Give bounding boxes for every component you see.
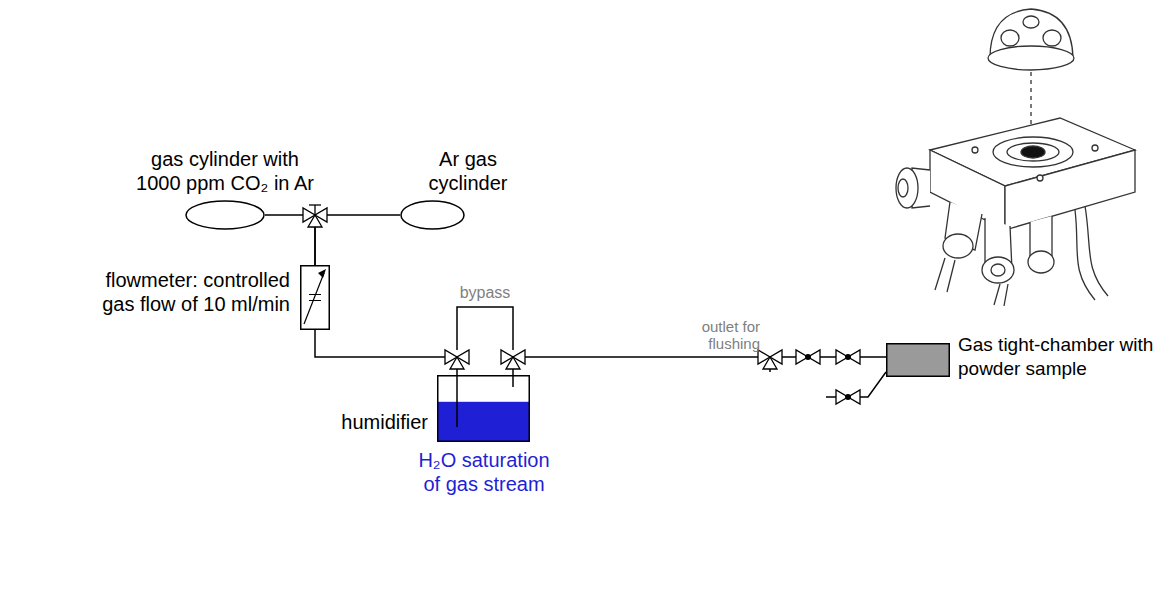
text-holder: humidifier [318, 410, 428, 434]
water [438, 402, 530, 441]
humidifier-label: humidifier [318, 410, 428, 434]
outlet-pipe [512, 375, 514, 387]
screw [1092, 145, 1098, 151]
screw [1037, 175, 1043, 181]
sample-cup [1021, 146, 1045, 158]
flowmeter-mark [309, 300, 321, 301]
fitting-nut [896, 168, 918, 208]
bypass-line [457, 307, 513, 350]
pipe-connector [265, 215, 315, 265]
hose-barb [994, 284, 1008, 306]
flowmeter-node: flowmeter: controlled gas flow of 10 ml/… [300, 265, 330, 330]
text-holder: Ar gas cyclinder [418, 147, 518, 195]
jar-outline [438, 376, 530, 442]
valve-triangle [763, 357, 777, 369]
ball-valve [796, 350, 820, 364]
greybox-shape [886, 343, 950, 377]
text-holder: H₂O saturation of gas stream [409, 448, 559, 496]
hose-barb [935, 258, 955, 292]
flowmeter-mark [309, 294, 321, 295]
flowmeter-rect [301, 266, 330, 330]
bypass-label: bypass [445, 283, 525, 303]
sample-box [887, 344, 950, 377]
text-holder: gas cylinder with 1000 ppm CO₂ in Ar [127, 147, 323, 195]
pipe-connector [315, 215, 400, 265]
pipe-connector [513, 357, 886, 375]
lid-window [1023, 16, 1039, 28]
pipe-connector [315, 330, 457, 375]
fitting-bore [898, 179, 908, 197]
valve-group [303, 205, 860, 404]
three-way-valve [303, 205, 327, 227]
text-holder: bypass [445, 283, 525, 303]
cylinder-ellipse [401, 201, 464, 229]
valve-handle [309, 204, 321, 205]
valve-ball [805, 354, 811, 360]
fitting-bore [991, 264, 1005, 276]
valve-ball [845, 394, 851, 400]
ball-valve [836, 390, 860, 404]
flowmeter-label: flowmeter: controlled gas flow of 10 ml/… [75, 268, 290, 316]
flowmeter-diagonal [304, 273, 324, 324]
fitting-nut [982, 257, 1014, 283]
cylinder-label: gas cylinder with 1000 ppm CO₂ in Ar [127, 147, 323, 195]
chamber-illustration [896, 9, 1135, 306]
jar-shape [437, 375, 530, 442]
cable [1075, 206, 1108, 300]
valve-triangle [450, 357, 464, 369]
chamber-label: Gas tight-chamber with powder sample [958, 333, 1163, 381]
sample-ring [993, 137, 1073, 167]
sample-ring [1007, 143, 1059, 161]
humidifier-note: H₂O saturation of gas stream [409, 448, 559, 496]
cylinder-label: Ar gas cyclinder [418, 147, 518, 195]
valve-triangle [308, 215, 322, 227]
valve-handle [314, 205, 315, 215]
text-holder: Gas tight-chamber with powder sample [958, 333, 1163, 381]
inlet-pipe [456, 375, 458, 427]
ellipse-shape [400, 200, 465, 230]
screw [972, 147, 978, 153]
fitting-nut [943, 234, 973, 258]
lid-base [988, 46, 1074, 70]
flowmeter-arrow [318, 269, 326, 278]
valve-triangle [506, 357, 520, 369]
ball-valve [836, 350, 860, 364]
valve-ball [845, 354, 851, 360]
outlet-label: outlet for flushing [675, 318, 760, 352]
ellipse-shape [185, 200, 265, 230]
text-holder: flowmeter: controlled gas flow of 10 ml/… [75, 268, 290, 316]
cylinder-ellipse [186, 201, 264, 229]
ellipse-node: gas cylinder with 1000 ppm CO₂ in Ar [185, 200, 265, 230]
three-way-valve [758, 350, 782, 369]
lid-window [1001, 30, 1019, 46]
jar-body [438, 376, 530, 442]
three-way-valve [501, 350, 525, 369]
text-holder: outlet for flushing [675, 318, 760, 352]
three-way-valve [445, 350, 469, 369]
jar-node: humidifierH₂O saturation of gas stream [437, 375, 530, 442]
ellipse-node: Ar gas cyclinder [400, 200, 465, 230]
flowmeter-shape [300, 265, 330, 330]
lid-window [1043, 30, 1061, 46]
greybox-node: Gas tight-chamber with powder sample [886, 343, 950, 377]
fitting-nut [1028, 251, 1054, 273]
